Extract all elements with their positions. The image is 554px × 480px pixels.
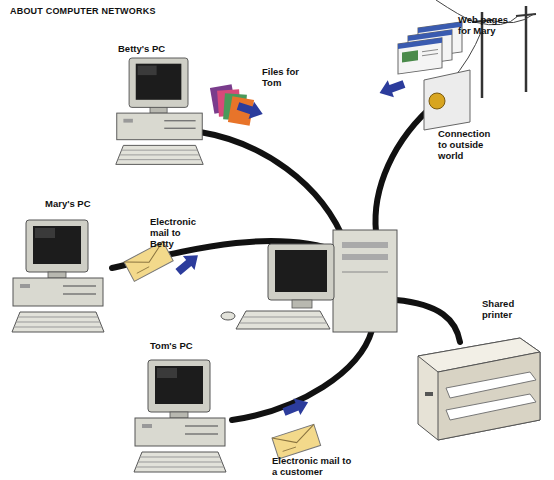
device-label-node: Shared printer (482, 298, 527, 320)
tom-pc (134, 360, 226, 472)
printer (418, 338, 540, 440)
callout-label: Electronic mail to a customer (272, 455, 354, 477)
device-label: Shared printer (482, 298, 527, 320)
device-label: Mary's PC (45, 198, 115, 209)
callout-label: Web pages for Mary (458, 14, 513, 36)
email-arrow (172, 248, 203, 279)
device-label: Betty's PC (118, 43, 188, 54)
betty-pc (116, 58, 203, 164)
device-label-node: Connection to outside world (438, 128, 500, 161)
mary-pc (12, 220, 104, 332)
central-server (221, 230, 397, 332)
device-label-node: Mary's PC (45, 198, 115, 209)
device-label: Connection to outside world (438, 128, 500, 161)
device-label: Tom's PC (150, 340, 220, 351)
callout-label: Electronic mail to Betty (150, 216, 206, 249)
wall-socket (424, 70, 470, 130)
callout-label: Files for Tom (262, 66, 302, 88)
device-label-node: Betty's PC (118, 43, 188, 54)
device-label-node: Tom's PC (150, 340, 220, 351)
email-arrow (281, 394, 312, 420)
diagram-title: ABOUT COMPUTER NETWORKS (10, 6, 230, 17)
files-icon (210, 84, 266, 125)
web-pages (376, 22, 462, 102)
email-envelope (272, 424, 321, 459)
